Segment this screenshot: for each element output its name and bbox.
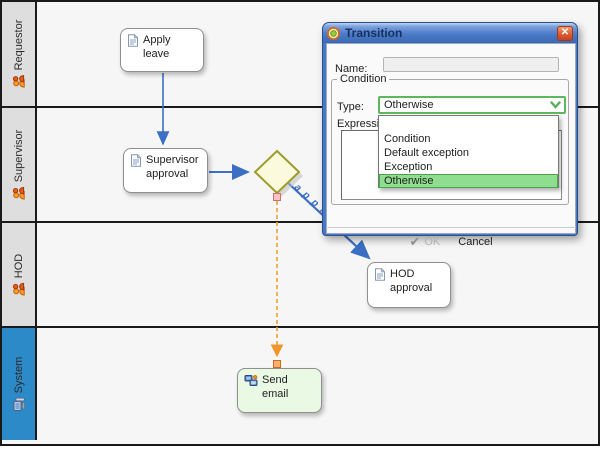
lane-header-supervisor[interactable]: Supervisor [2,108,37,221]
document-icon [374,268,386,281]
task-supervisor-approval[interactable]: Supervisor approval [123,148,208,193]
condition-group-label: Condition [337,73,390,85]
chevron-down-icon[interactable] [546,101,564,109]
document-icon [127,34,139,47]
dropdown-option-condition[interactable]: Condition [384,133,431,145]
lane-header-system[interactable]: System [2,328,37,440]
task-send-email[interactable]: Send email [237,368,322,413]
dropdown-option-default-exception[interactable]: Default exception [384,147,469,159]
task-apply-leave[interactable]: Apply leave [120,28,204,72]
task-label: Apply leave [143,34,171,60]
dialog-title: Transition [345,26,403,40]
check-icon: ✔ [409,234,421,249]
button-separator [326,227,576,228]
type-combobox-value: Otherwise [384,99,434,111]
dropdown-option-exception[interactable]: Exception [384,161,433,173]
people-icon [12,186,26,200]
dropdown-option-blank[interactable] [379,116,558,132]
dialog-buttons: ✔ OK Cancel [326,231,576,253]
name-label: Name: [335,63,368,75]
lane-header-requestor[interactable]: Requestor [2,2,37,106]
lane-label: HOD [12,253,25,278]
lane-label: System [12,356,25,394]
document-icon [130,154,142,167]
type-combobox[interactable]: Otherwise [378,96,566,114]
cancel-label: Cancel [458,236,493,248]
lane-label: Supervisor [12,129,25,182]
people-icon [12,282,26,296]
task-label: Supervisor approval [146,154,199,180]
computer-icon [12,397,26,411]
dropdown-option-otherwise[interactable]: Otherwise [379,174,558,188]
dialog-icon [327,26,340,40]
dialog-titlebar[interactable]: Transition ✕ [323,23,577,43]
ok-button[interactable]: ✔ OK [409,234,440,250]
close-icon[interactable]: ✕ [557,25,573,41]
task-label: Send email [262,374,289,400]
people-icon [12,74,26,88]
cancel-button[interactable]: Cancel [458,236,492,248]
ok-label: OK [424,236,441,248]
lane-header-hod[interactable]: HOD [2,223,37,326]
transition-dialog: Transition ✕ Name: Condition Type: Other… [322,22,578,249]
task-hod-approval[interactable]: HOD approval [367,262,451,308]
condition-groupbox [331,79,569,205]
task-label: HOD approval [390,268,433,294]
type-dropdown-list: Condition Default exception Exception Ot… [378,115,559,188]
type-label: Type: [337,101,364,113]
name-input[interactable] [383,57,559,72]
lane-label: Requestor [12,19,25,71]
system-task-icon [244,374,258,387]
